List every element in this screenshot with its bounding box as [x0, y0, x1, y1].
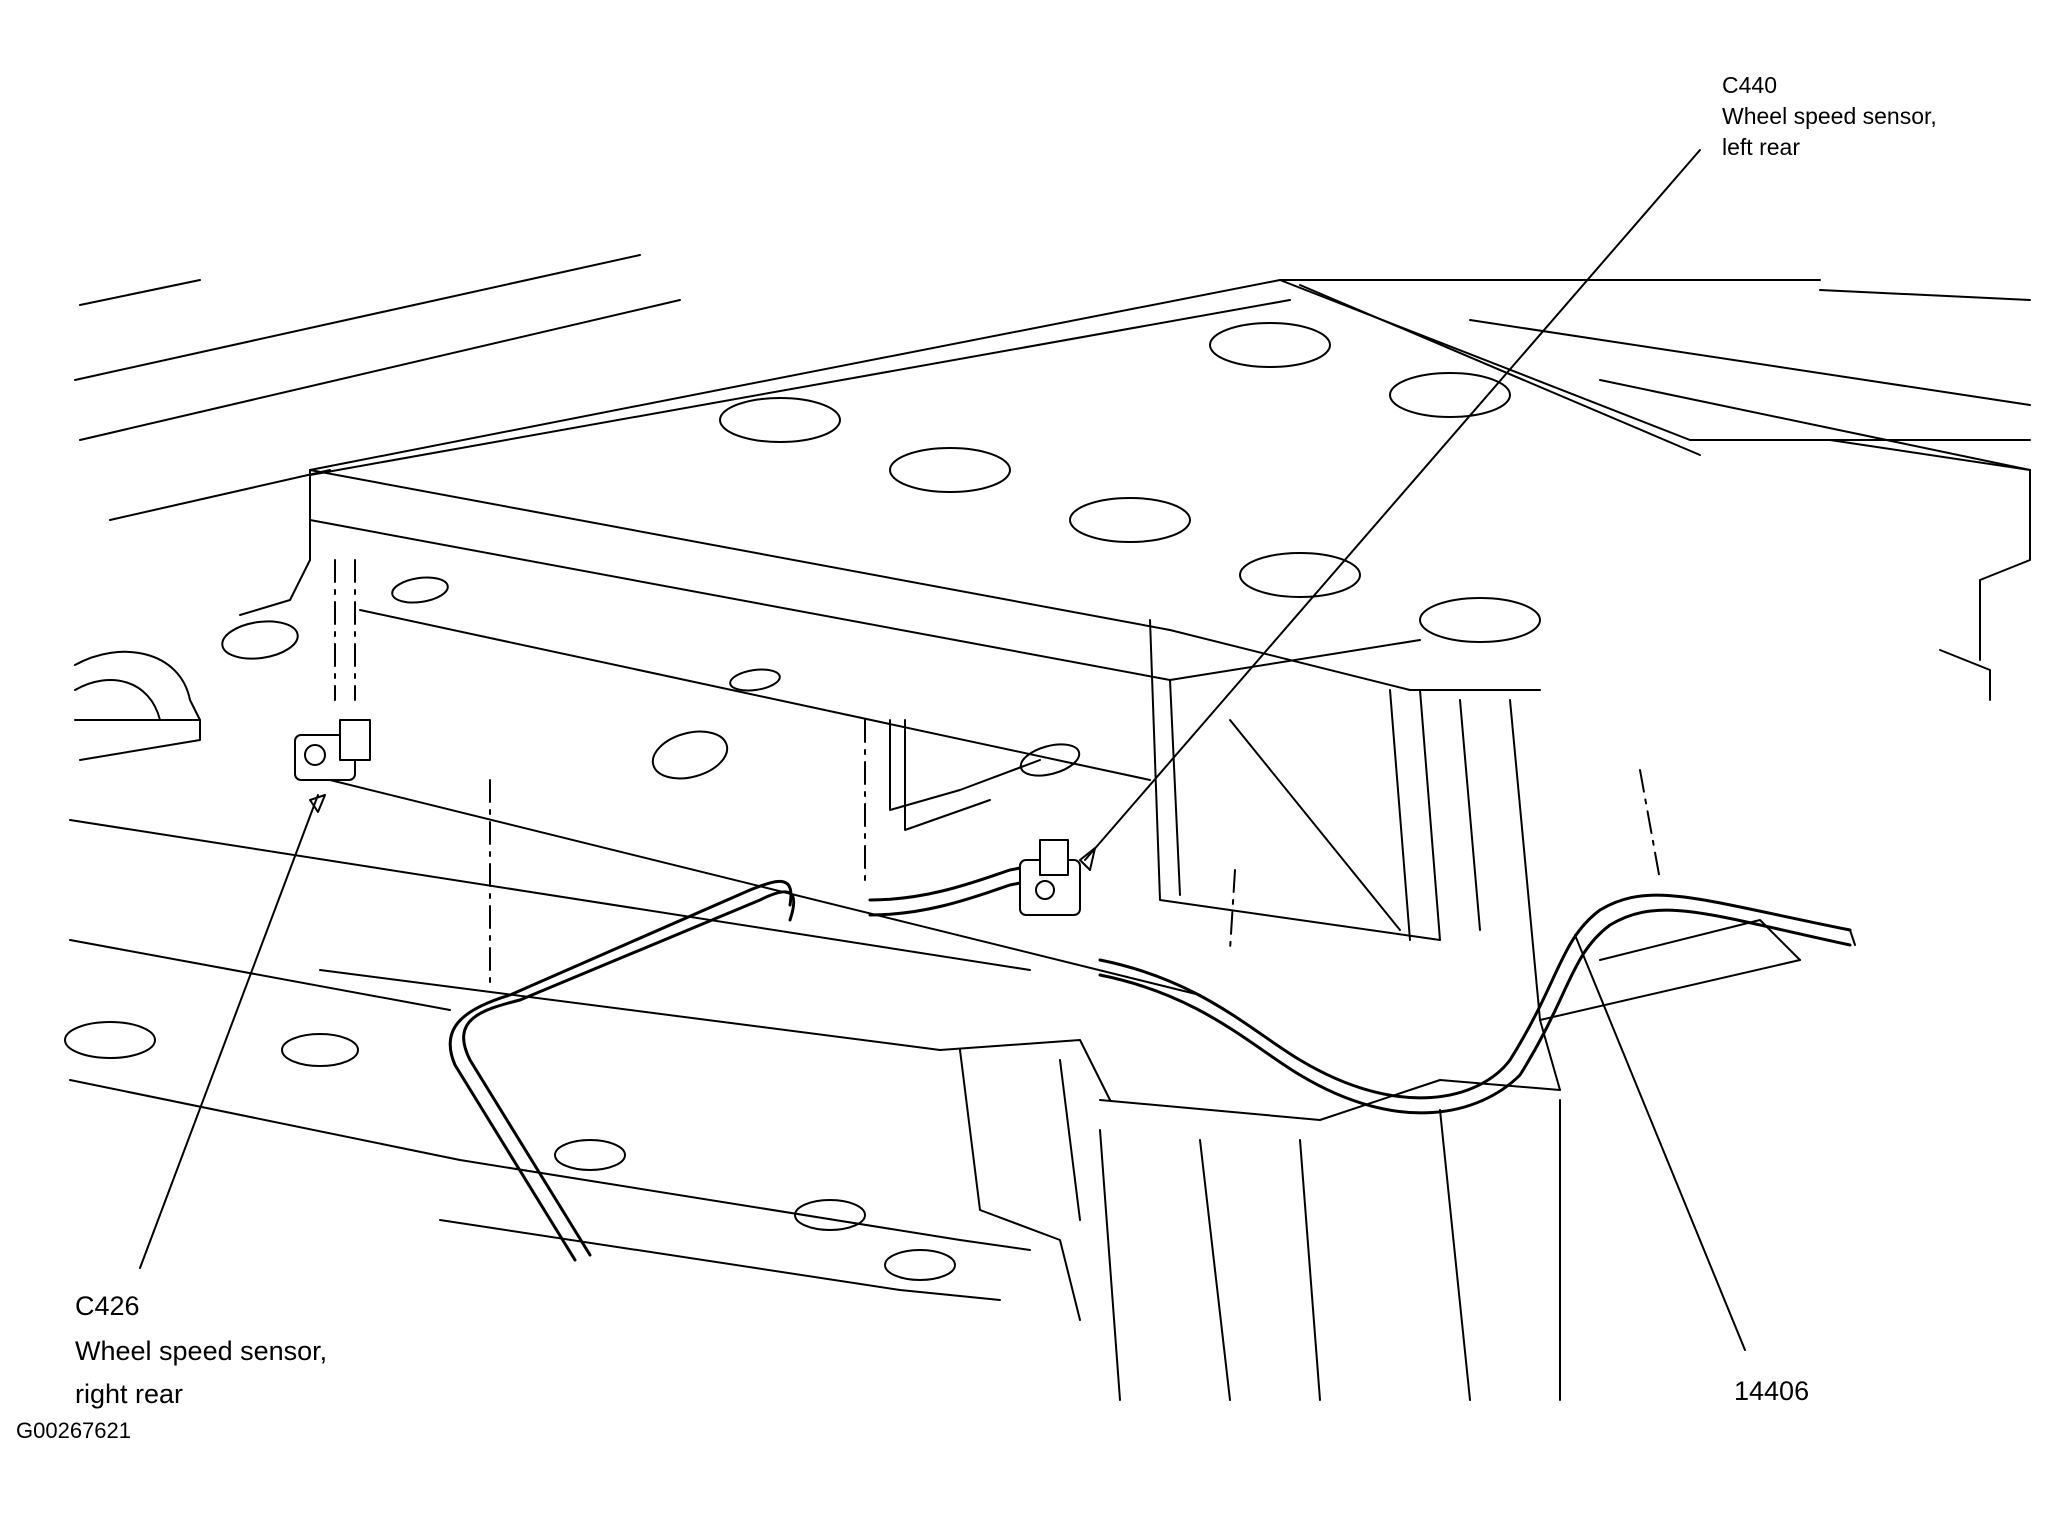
- left-wheel-well: [74, 650, 201, 761]
- c426-code: C426: [75, 1291, 140, 1321]
- c440-desc-line1: Wheel speed sensor,: [1722, 103, 1937, 129]
- lower-floor: [64, 819, 1801, 1401]
- wiring-harness: [448, 858, 1856, 1262]
- upper-pockets: [719, 322, 1541, 643]
- c440-callout: C440 Wheel speed sensor, left rear: [1722, 70, 1937, 163]
- c426-callout: C426 Wheel speed sensor, right rear: [75, 1285, 327, 1416]
- harness-callout: 14406: [1734, 1376, 1810, 1406]
- upper-floor-panel: [74, 254, 2031, 701]
- crossmember: [239, 469, 1561, 1091]
- c440-code: C440: [1722, 72, 1777, 98]
- c440-connector: [1019, 839, 1081, 916]
- c426-desc-line2: right rear: [75, 1379, 184, 1409]
- fastener-guides: [334, 559, 1661, 991]
- leader-lines: [139, 149, 1746, 1351]
- figure-id: G00267621: [16, 1418, 131, 1443]
- c426-desc-line1: Wheel speed sensor,: [75, 1336, 328, 1366]
- c440-desc-line2: left rear: [1722, 134, 1800, 160]
- c426-connector: [294, 719, 371, 781]
